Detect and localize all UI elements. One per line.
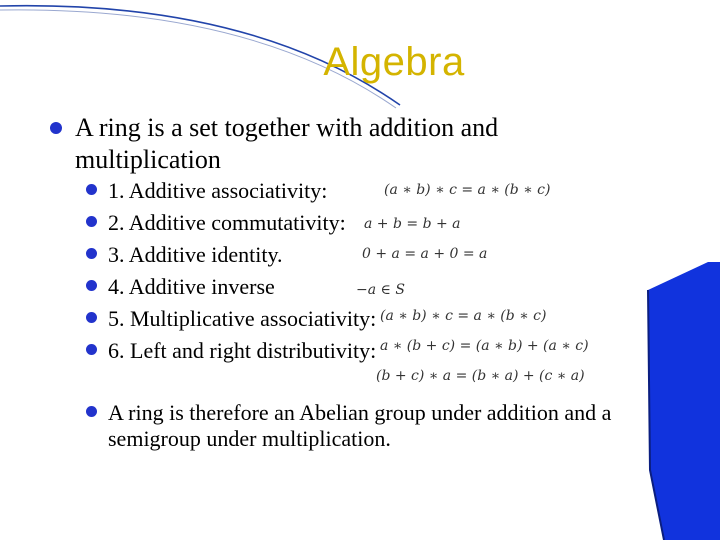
sub-bullet-text: 6. Left and right distributivity: <box>108 338 377 363</box>
bullet-icon <box>86 216 97 227</box>
formula: a ∗ (b + c) = (a ∗ b) + (a ∗ c) <box>380 338 589 354</box>
formula: 0 + a = a + 0 = a <box>362 246 488 262</box>
sub-bullet-text: 3. Additive identity. <box>108 242 283 267</box>
formula: a + b = b + a <box>364 216 461 232</box>
sub-bullet-text: 1. Additive associativity: <box>108 178 328 203</box>
bullet-icon <box>86 312 97 323</box>
slide-title-text: Algebra <box>323 40 465 84</box>
bullet-icon <box>86 280 97 291</box>
bullet-icon <box>86 184 97 195</box>
sub-bullet-text: 2. Additive commutativity: <box>108 210 346 235</box>
decorative-blue-shape <box>648 262 720 540</box>
sub-bullet-text: 5. Multiplicative associativity: <box>108 306 377 331</box>
decorative-curve <box>0 4 401 106</box>
decorative-shape-edge <box>647 289 665 540</box>
main-bullet-text: A ring is a set together with addition a… <box>75 113 499 174</box>
formula: (b + c) ∗ a = (b ∗ a) + (c ∗ a) <box>376 368 585 384</box>
bullet-icon <box>86 344 97 355</box>
formula: (a ∗ b) ∗ c = a ∗ (b ∗ c) <box>380 308 547 324</box>
formula: (a ∗ b) ∗ c = a ∗ (b ∗ c) <box>384 182 551 198</box>
bottom-bullet-text: A ring is therefore an Abelian group und… <box>108 400 612 451</box>
bullet-icon <box>86 406 97 417</box>
formula: −a ∈ S <box>356 282 405 298</box>
sub-bullet-text: 4. Additive inverse <box>108 274 275 299</box>
decorative-curve-shadow <box>0 9 397 109</box>
bullet-icon <box>50 122 62 134</box>
bullet-icon <box>86 248 97 259</box>
slide-title: Algebra <box>0 40 720 85</box>
